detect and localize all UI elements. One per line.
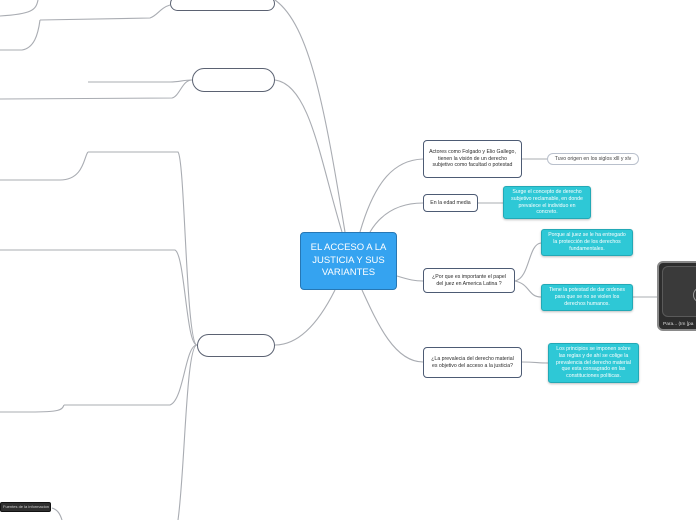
- subtopic-origen[interactable]: Tuvo origen en los siglos xlll y xlv: [547, 153, 639, 165]
- central-topic[interactable]: EL ACCESO A LA JUSTICIA Y SUS VARIANTES: [300, 232, 397, 290]
- left-branch-node-middle[interactable]: [192, 68, 275, 92]
- connector-sub-4: [514, 280, 542, 298]
- subtopic-origen-label: Tuvo origen en los siglos xlll y xlv: [554, 155, 632, 162]
- image-caption: Para... (Im [pa: [663, 322, 694, 327]
- subtopic-principios-label: Los principios se imponen sobre las regl…: [556, 346, 631, 380]
- subtopic-proteccion-label: Porque al juez se le ha entregado la pro…: [548, 232, 626, 252]
- image-thumbnail: [662, 266, 696, 317]
- connector-right-3: [396, 275, 424, 282]
- connector-left-2: [274, 79, 343, 233]
- topic-papel-juez[interactable]: ¿Por que es importante el papel del juez…: [423, 268, 515, 293]
- subtopic-derecho-subjetivo-label: Surge el concepto de derecho subjetivo r…: [511, 189, 583, 216]
- topic-actores-label: Actores como Folgado y Elio Gallego, tie…: [429, 148, 516, 169]
- topic-prevalencia[interactable]: ¿La prevalecia del derecho material es o…: [423, 347, 522, 378]
- subtopic-proteccion[interactable]: Porque al juez se le ha entregado la pro…: [541, 229, 633, 256]
- connector-sub-3: [514, 242, 542, 282]
- topic-edad-media-label: En la edad media: [430, 199, 471, 206]
- connector-right-1: [359, 158, 424, 233]
- subtopic-potestad[interactable]: Tiene la potestad de dar ordenes para qu…: [541, 284, 633, 311]
- topic-edad-media[interactable]: En la edad media: [423, 194, 478, 212]
- topic-actores[interactable]: Actores como Folgado y Elio Gallego, tie…: [423, 140, 522, 178]
- left-branch-node-bottom[interactable]: [197, 334, 275, 357]
- connector-sub-5: [521, 361, 549, 364]
- connector-left-1: [274, 0, 346, 233]
- subtopic-potestad-label: Tiene la potestad de dar ordenes para qu…: [549, 287, 625, 307]
- image-node[interactable]: Para... (Im [pa: [657, 261, 696, 331]
- subtopic-derecho-subjetivo[interactable]: Surge el concepto de derecho subjetivo r…: [503, 186, 591, 219]
- left-branch-node-top[interactable]: [170, 0, 275, 11]
- topic-prevalencia-label: ¿La prevalecia del derecho material es o…: [431, 355, 514, 369]
- topic-papel-juez-label: ¿Por que es importante el papel del juez…: [432, 273, 506, 287]
- connector-right-4: [361, 289, 424, 363]
- central-topic-label: EL ACCESO A LA JUSTICIA Y SUS VARIANTES: [310, 242, 387, 279]
- connector-right-2: [369, 202, 424, 233]
- connector-left-3: [274, 289, 336, 346]
- left-dark-tag[interactable]: Fuentes de la informacion: [0, 502, 51, 512]
- subtopic-principios[interactable]: Los principios se imponen sobre las regl…: [548, 343, 639, 383]
